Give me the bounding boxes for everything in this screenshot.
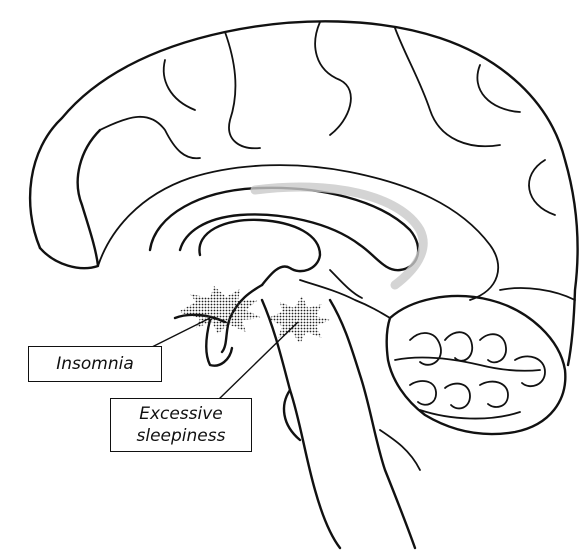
sleepiness-leader-line: [218, 322, 298, 400]
insomnia-label-text: Insomnia: [56, 354, 134, 374]
arbor-vitae-branch-6: [480, 382, 508, 407]
excessive-sleepiness-label-line2: sleepiness: [111, 425, 251, 447]
sulcus-7: [529, 160, 555, 215]
frontal-gyrus-line: [40, 130, 100, 268]
insomnia-leader-line: [150, 318, 210, 348]
sulcus-4: [315, 22, 351, 135]
sulcus-5: [395, 28, 500, 146]
medulla-line: [380, 430, 420, 470]
thalamus: [199, 220, 320, 285]
sulcus-2: [164, 60, 195, 110]
arbor-vitae-lower: [420, 410, 520, 419]
insomnia-label: Insomnia: [28, 346, 162, 382]
sulcus-3: [225, 32, 260, 148]
excessive-sleepiness-label-line1: Excessive: [111, 403, 251, 425]
arbor-vitae-branch-2: [445, 332, 472, 361]
arbor-vitae-branch-3: [480, 334, 506, 362]
arbor-vitae-branch-5: [445, 384, 470, 409]
excessive-sleepiness-label: Excessive sleepiness: [110, 398, 252, 452]
cerebellum-outline: [387, 296, 566, 434]
aqueduct: [330, 270, 362, 298]
brainstem-posterior: [330, 300, 415, 548]
sulcus-1: [100, 117, 200, 158]
calcarine-sulcus: [500, 288, 575, 300]
arbor-vitae-branch-1: [410, 333, 441, 365]
sulcus-6: [477, 65, 520, 112]
arbor-vitae-branch-4: [410, 381, 436, 405]
excessive-sleepiness-lesion-marker: [268, 296, 330, 344]
